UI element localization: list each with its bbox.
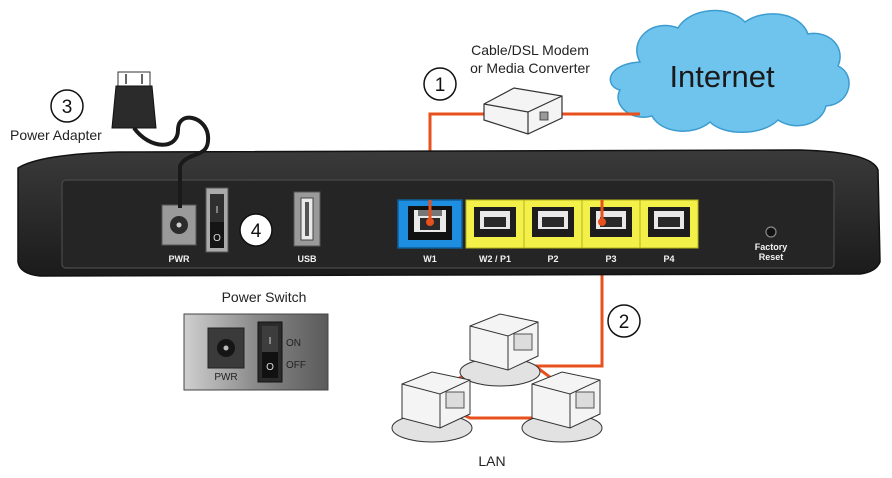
lan-port-2-label: P2 [547, 254, 558, 264]
inset-switch-on-symbol: I [269, 336, 272, 347]
power-adapter-label: Power Adapter [10, 127, 102, 143]
modem-label-line2: or Media Converter [470, 60, 590, 76]
modem-label-line1: Cable/DSL Modem [471, 42, 589, 58]
lan-computer-2 [391, 371, 473, 443]
inset-on-label: ON [286, 338, 301, 349]
lan-computer-1 [459, 313, 541, 387]
router-power-switch[interactable]: I O [205, 187, 229, 253]
lan-port-3-label: P3 [605, 254, 616, 264]
pwr-port[interactable] [161, 204, 197, 246]
lan-port-3[interactable] [581, 199, 641, 249]
internet-label: Internet [669, 59, 775, 94]
lan-port-2[interactable] [523, 199, 583, 249]
callout-3: 3 [50, 89, 84, 123]
power-switch-title: Power Switch [222, 289, 307, 305]
lan-port-4-label: P4 [663, 254, 674, 264]
callout-1-number: 1 [435, 75, 446, 96]
lan-port-1[interactable] [465, 199, 525, 249]
lan-label: LAN [478, 453, 505, 469]
usb-port-label: USB [297, 254, 317, 264]
modem-device [483, 87, 563, 135]
inset-off-label: OFF [286, 360, 306, 371]
lan-cable-plug [598, 200, 606, 226]
lan-port-4[interactable] [639, 199, 699, 249]
callout-2-number: 2 [619, 312, 630, 333]
power-switch-inset: I O [183, 313, 329, 391]
wan-port-label: W1 [423, 254, 437, 264]
callout-1: 1 [423, 67, 457, 101]
pwr-port-label: PWR [169, 254, 190, 264]
router-switch-on-symbol: I [216, 205, 219, 216]
router-switch-off-symbol: O [213, 233, 221, 244]
lan-port-1-label: W2 / P1 [479, 254, 511, 264]
wan-cable-plug [426, 200, 434, 226]
usb-port[interactable] [293, 191, 321, 247]
callout-3-number: 3 [62, 97, 73, 118]
lan-computer-3 [521, 371, 603, 443]
factory-reset-label-line2: Reset [759, 252, 784, 262]
inset-pwr-label: PWR [214, 372, 237, 383]
callout-4-number: 4 [251, 221, 262, 242]
callout-4: 4 [239, 213, 273, 247]
internet-cloud: Internet [609, 9, 850, 133]
callout-2: 2 [607, 304, 641, 338]
inset-switch-off-symbol: O [266, 362, 274, 373]
power-adapter [111, 71, 211, 208]
factory-reset-label-line1: Factory [755, 242, 788, 252]
factory-reset-button[interactable] [765, 226, 777, 238]
